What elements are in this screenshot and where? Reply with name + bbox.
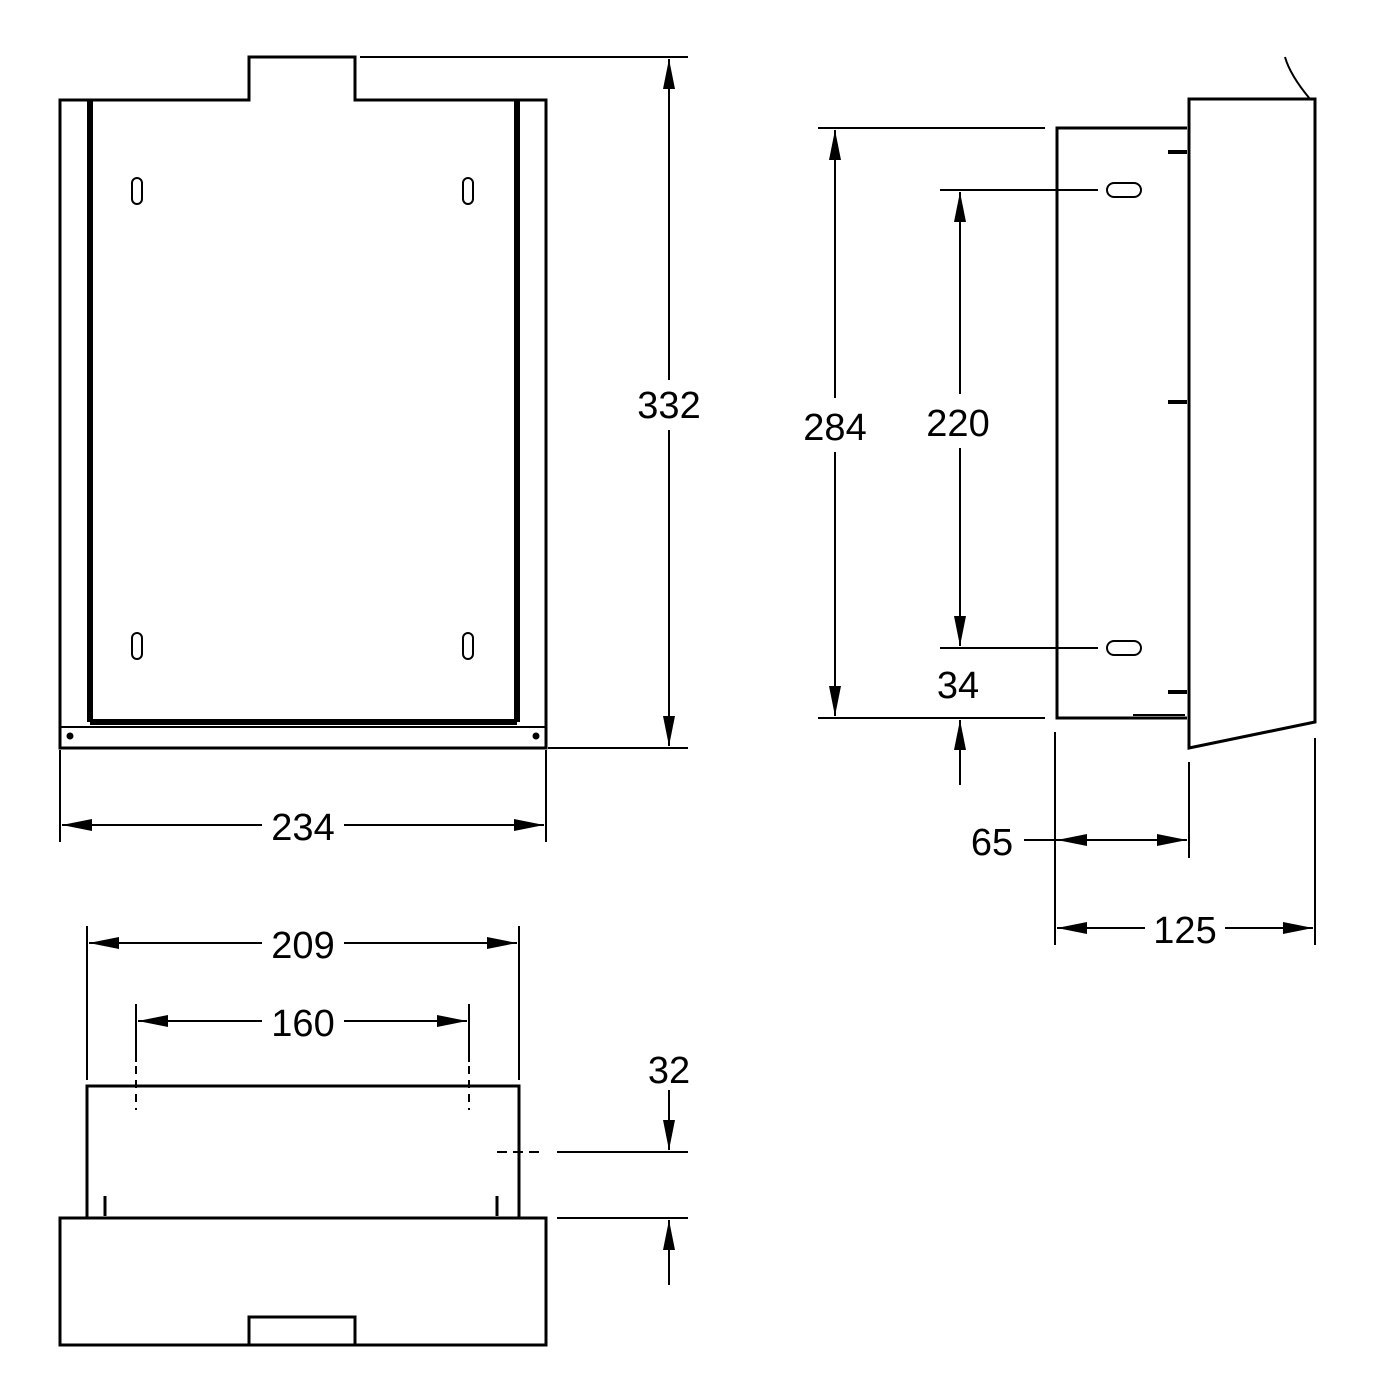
bottom-recessed-box (85, 1084, 521, 1218)
front-dimensions (59, 56, 688, 842)
side-dimensions (818, 127, 1316, 945)
side-mounting-slot (1106, 640, 1142, 656)
dim-label-hole-spacing-horizontal: 160 (271, 1003, 334, 1045)
dim-label-front-width: 234 (271, 807, 334, 849)
side-recessed-box (1055, 126, 1187, 720)
dim-label-side-height: 284 (803, 407, 866, 449)
mounting-slot (462, 632, 474, 660)
dim-label-hole-spacing-vertical: 220 (926, 403, 989, 445)
side-cover (1187, 97, 1317, 750)
dim-label-total-depth: 125 (1153, 910, 1216, 952)
mounting-slot (131, 632, 143, 660)
side-mounting-slot (1106, 182, 1142, 198)
front-housing-outline (58, 55, 548, 750)
dim-label-bottom-offset: 34 (937, 665, 979, 707)
bottom-dimensions (86, 926, 688, 1285)
mounting-slot (131, 177, 143, 205)
mounting-slot (462, 177, 474, 205)
rivet (66, 732, 74, 740)
side-top-hook (1284, 56, 1311, 100)
rivet (532, 732, 540, 740)
bottom-cover-tab (247, 1315, 357, 1345)
dim-label-hole-offset: 32 (648, 1050, 690, 1092)
dim-label-front-height: 332 (637, 385, 700, 427)
bottom-cover (58, 1216, 548, 1347)
bottom-view (58, 1066, 548, 1347)
side-view (1055, 56, 1317, 750)
front-view (58, 55, 548, 750)
dim-label-bottom-width: 209 (271, 925, 334, 967)
dim-label-recess-depth: 65 (971, 822, 1013, 864)
